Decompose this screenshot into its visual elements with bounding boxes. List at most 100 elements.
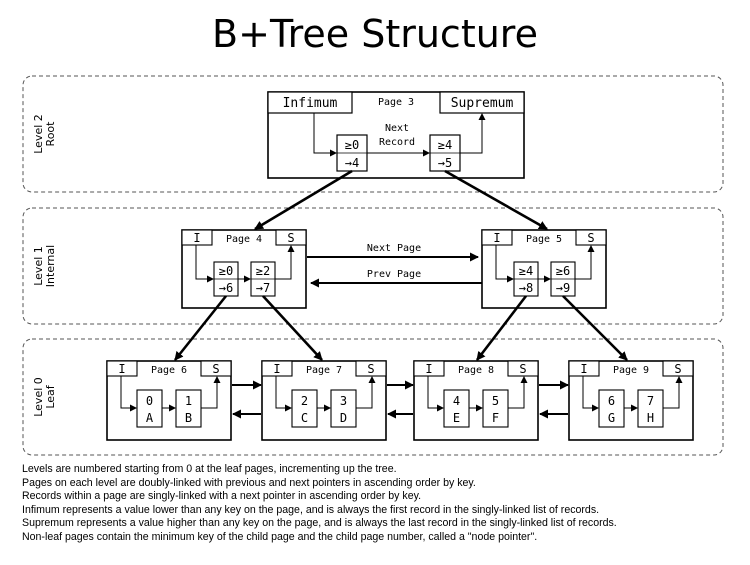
internal-page-5-record-2-key: ≥6	[556, 264, 570, 278]
internal-page-5-supremum: S	[587, 231, 594, 245]
level-1-role: Internal	[44, 245, 57, 287]
leaf-page-8-record-2: 5F	[482, 389, 509, 428]
leaf-page-6-record-2-value: B	[185, 411, 192, 425]
leaf-page-8-infimum-link	[427, 376, 444, 412]
leaf-page-6-supremum: S	[212, 362, 219, 376]
leaf-page-7-record-1-value: C	[301, 411, 308, 425]
root-next-label-1: Next	[385, 123, 409, 134]
leaf-page-7-label: Page 7	[306, 365, 342, 376]
root-infimum-label: Infimum	[283, 96, 338, 111]
leaf-page-7-record-1-key: 2	[301, 394, 308, 408]
page4-to-page6-arrow	[173, 295, 228, 361]
note-line: Non-leaf pages contain the minimum key o…	[22, 530, 538, 543]
leaf-page-9-record-2-value: H	[647, 411, 654, 425]
leaf-page-9-record-1-key: 6	[608, 394, 615, 408]
leaf-page-8-record-1-key: 4	[453, 394, 460, 408]
leaf-page-7-record-2-value: D	[340, 411, 347, 425]
page5-to-page8-arrow	[475, 295, 528, 361]
page5-to-page9-arrow	[562, 295, 628, 361]
leaf-page-7-record-1: 2C	[291, 389, 318, 428]
level-0-name: Level 0	[32, 377, 45, 417]
root-record-1-key: ≥0	[345, 138, 359, 152]
note-line: Pages on each level are doubly-linked wi…	[22, 476, 476, 489]
leaf-page-7-record-2: 3D	[330, 389, 357, 428]
page4-to-page7-arrow	[262, 295, 323, 361]
leaf-page-8-record-1: 4E	[443, 389, 470, 428]
internal-page-5-infimum-box	[481, 229, 513, 246]
internal-page-4-record-1-key: ≥0	[219, 264, 233, 278]
notes: Levels are numbered starting from 0 at t…	[22, 463, 742, 545]
leaf-page-6-supremum-link	[201, 376, 221, 409]
level-0-band	[22, 338, 724, 456]
level-1-name: Level 1	[32, 246, 45, 286]
level-2-band	[22, 75, 724, 193]
internal-page-4-supremum: S	[287, 231, 294, 245]
internal-next-page-label: Next Page	[367, 243, 421, 254]
leaf-page-6-record-1-key: 0	[146, 394, 153, 408]
level-2-label: Level 2 Root	[32, 114, 57, 154]
root-to-page4-arrow	[254, 169, 353, 231]
leaf-page-6-infimum-box	[106, 360, 138, 377]
leaf-page-8-supremum: S	[519, 362, 526, 376]
leaf-page-9-supremum: S	[674, 362, 681, 376]
leaf-page-8-supremum-link	[508, 376, 528, 409]
root-page: Infimum Supremum Page 3 ≥0 →4 ≥4 →5 Next…	[267, 91, 525, 179]
internal-page-5-record-1-ptr: →8	[519, 281, 533, 295]
leaf-page-6-infimum: I	[118, 362, 125, 376]
leaf-page-7-record-2-key: 3	[340, 394, 347, 408]
leaf-page-8-infimum-box	[413, 360, 445, 377]
internal-page-4-supremum-link	[275, 245, 295, 280]
internal-page-5-label: Page 5	[526, 234, 562, 245]
leaf-page-8-record-2-key: 5	[492, 394, 499, 408]
leaf-page-6-record-2: 1B	[175, 389, 202, 428]
root-page-label: Page 3	[378, 97, 414, 108]
internal-page-5-record-2: ≥6→9	[550, 261, 576, 297]
internal-page-5-supremum-link	[575, 245, 595, 280]
note-line: Levels are numbered starting from 0 at t…	[22, 463, 397, 475]
leaf-page-8-record-2-value: F	[492, 411, 499, 425]
root-next-label-2: Record	[379, 137, 415, 148]
diagram-title: B+Tree Structure	[212, 12, 538, 56]
internal-page-4-infimum-link	[195, 245, 214, 283]
leaf-page-7-infimum: I	[273, 362, 280, 376]
root-to-page5-arrow	[444, 169, 548, 231]
internal-page-4-infimum: I	[193, 231, 200, 245]
leaf-page-9-record-1-value: G	[608, 411, 615, 425]
root-supremum-label: Supremum	[451, 96, 514, 111]
level-2-name: Level 2	[32, 114, 45, 154]
leaf-page-9-label: Page 9	[613, 365, 649, 376]
leaf-page-9-record-2: 7H	[637, 389, 664, 428]
internal-page-5-record-1-key: ≥4	[519, 264, 533, 278]
leaf-page-8-infimum: I	[425, 362, 432, 376]
leaf-page-9-supremum-link	[663, 376, 683, 409]
leaf-page-9-infimum: I	[580, 362, 587, 376]
internal-page-4-record-2: ≥2→7	[250, 261, 276, 297]
internal-page-4-record-2-ptr: →7	[256, 281, 270, 295]
leaf-page-9-record-1: 6G	[598, 389, 625, 428]
note-line: Records within a page are singly-linked …	[22, 490, 422, 503]
internal-page-4-record-1-ptr: →6	[219, 281, 233, 295]
level-0-label: Level 0 Leaf	[32, 377, 57, 417]
leaf-page-8-record-1-value: E	[453, 411, 460, 425]
internal-page-5-record-1: ≥4→8	[513, 261, 539, 297]
level-1-band	[22, 207, 724, 325]
internal-page-4-label: Page 4	[226, 234, 262, 245]
leaf-page-7-infimum-link	[275, 376, 292, 412]
root-infimum-link	[313, 113, 337, 157]
leaf-page-7-infimum-box	[261, 360, 293, 377]
leaf-page-7-supremum: S	[367, 362, 374, 376]
leaf-page-6-record-1: 0A	[136, 389, 163, 428]
leaf-page-9-record-2-key: 7	[647, 394, 654, 408]
leaf-page-6-infimum-link	[120, 376, 137, 412]
internal-page-4-record-1: ≥0→6	[213, 261, 239, 297]
internal-page-5-infimum-link	[495, 245, 514, 283]
note-line: Supremum represents a value higher than …	[22, 517, 617, 530]
leaf-page-9-infimum-box	[568, 360, 600, 377]
level-1-label: Level 1 Internal	[32, 245, 57, 287]
